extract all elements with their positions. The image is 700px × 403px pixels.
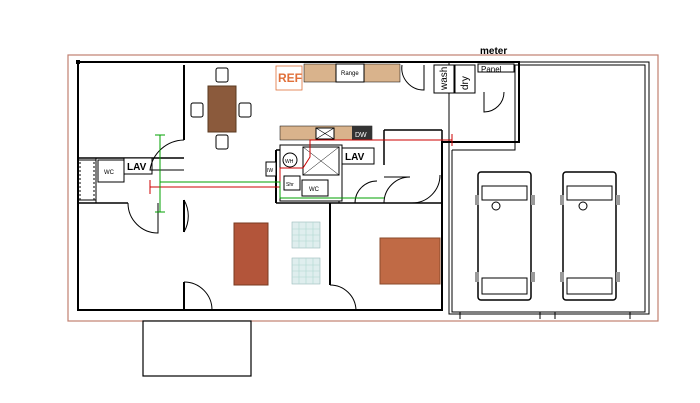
- range-label: Range: [341, 71, 359, 77]
- left-bath: WC LAV: [79, 157, 153, 201]
- wh-label: WH: [285, 159, 294, 165]
- wash-label: wash: [439, 67, 450, 91]
- lav-main-label: LAV: [345, 152, 365, 163]
- laundry-area: wash dry Panel: [401, 63, 515, 113]
- ref-label: REF: [278, 71, 302, 85]
- center-bath: WH IW Shr WC LAV: [265, 144, 375, 202]
- dw-label: DW: [355, 132, 367, 139]
- dry-label: dry: [460, 76, 471, 90]
- shr-label: Shr: [286, 182, 294, 188]
- kitchen-counter: Range REF: [275, 63, 401, 91]
- car-right: [560, 171, 620, 301]
- panel-label: Panel: [481, 65, 502, 74]
- hall-counter: DW: [279, 125, 373, 141]
- wc-center-label: WC: [309, 187, 320, 193]
- wc-left-label: WC: [104, 170, 115, 176]
- tile-mats: [291, 221, 321, 285]
- dining-table: [190, 67, 252, 150]
- lav-left-label: LAV: [127, 162, 147, 173]
- car-left: [475, 171, 535, 301]
- meter-label: meter: [480, 46, 507, 57]
- cold-water-line: [155, 134, 384, 213]
- patio-slab: [142, 320, 252, 377]
- rug-right: [379, 237, 441, 285]
- rug-left: [233, 222, 269, 286]
- iw-label: IW: [267, 168, 273, 174]
